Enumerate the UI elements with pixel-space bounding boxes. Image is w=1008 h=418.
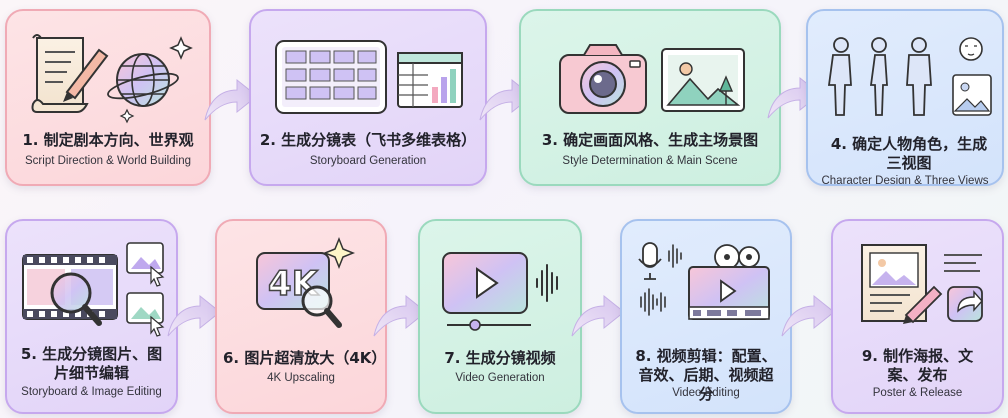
step-8-subtitle: Video Editing	[672, 387, 740, 399]
portrait-icon	[952, 37, 992, 116]
flow-arrow-5-6	[167, 294, 221, 337]
step-card-1: 1. 制定剧本方向、世界观 Script Direction & World B…	[5, 9, 211, 186]
step-card-3: 3. 确定画面风格、生成主场景图 Style Determination & M…	[519, 9, 781, 186]
video-player-icon	[442, 252, 531, 331]
sparkle-icon	[322, 236, 356, 270]
image-cursor-icon	[125, 242, 164, 337]
step-card-9: 9. 制作海报、文案、发布 Poster & Release	[831, 219, 1004, 414]
camera-icon	[559, 44, 647, 114]
spreadsheet-chart-icon	[397, 52, 463, 108]
step-card-5: 5. 生成分镜图片、图片细节编辑 Storyboard & Image Edit…	[5, 219, 178, 414]
video-timeline-icon	[688, 266, 770, 320]
poster-icon	[860, 244, 927, 322]
step-6-subtitle: 4K Upscaling	[267, 372, 335, 384]
step-9-illustration	[833, 233, 1002, 337]
magnifier-icon	[50, 272, 102, 326]
step-9-subtitle: Poster & Release	[872, 387, 963, 399]
step-4-title: 4. 确定人物角色，生成三视图	[830, 135, 988, 172]
storyboard-tablet-icon	[275, 40, 387, 114]
script-scroll-icon	[31, 34, 89, 113]
sound-wave-icon	[536, 264, 558, 302]
step-2-subtitle: Storyboard Generation	[309, 155, 427, 167]
step-2-illustration	[251, 25, 485, 125]
step-7-subtitle: Video Generation	[455, 372, 545, 384]
step-7-illustration	[420, 233, 580, 337]
sparkle-icon	[119, 36, 193, 124]
step-1-illustration	[7, 25, 209, 125]
step-5-title: 5. 生成分镜图片、图片细节编辑	[20, 345, 163, 382]
step-card-8: 8. 视频剪辑：配置、音效、后期、视频超分 Video Editing	[620, 219, 792, 414]
flow-arrow-8-9	[781, 294, 835, 337]
step-card-4: 4. 确定人物角色，生成三视图 Character Design & Three…	[806, 9, 1004, 186]
quill-pen-icon	[63, 48, 109, 102]
step-9-title: 9. 制作海报、文案、发布	[861, 347, 974, 384]
magnifier-icon	[301, 285, 342, 328]
step-card-6: 4K 6. 图片超清放大（4K） 4K Upscaling	[215, 219, 387, 414]
flow-arrow-7-8	[571, 294, 625, 337]
share-icon	[943, 254, 983, 322]
three-view-figures-icon	[827, 37, 932, 116]
globe-icon	[107, 53, 179, 107]
step-5-illustration	[7, 233, 176, 337]
step-1-subtitle: Script Direction & World Building	[25, 155, 191, 167]
step-card-2: 2. 生成分镜表（飞书多维表格） Storyboard Generation	[249, 9, 487, 186]
pen-icon	[902, 285, 942, 324]
step-3-subtitle: Style Determination & Main Scene	[562, 155, 738, 167]
step-6-title: 6. 图片超清放大（4K）	[223, 349, 387, 367]
step-8-illustration	[622, 233, 790, 337]
step-3-title: 3. 确定画面风格、生成主场景图	[541, 131, 759, 149]
step-2-title: 2. 生成分镜表（飞书多维表格）	[259, 131, 477, 149]
step-4-illustration	[808, 25, 1002, 125]
landscape-picture-icon	[661, 48, 745, 112]
step-1-title: 1. 制定剧本方向、世界观	[22, 131, 194, 149]
step-5-subtitle: Storyboard & Image Editing	[21, 386, 162, 398]
step-card-7: 7. 生成分镜视频 Video Generation	[418, 219, 582, 414]
film-reel-icon	[714, 244, 760, 270]
step-7-title: 7. 生成分镜视频	[444, 349, 556, 367]
microphone-icon	[638, 242, 682, 316]
step-6-illustration: 4K	[217, 233, 385, 337]
step-8-title: 8. 视频剪辑：配置、音效、后期、视频超分	[635, 347, 777, 403]
step-3-illustration	[521, 25, 779, 125]
step-4-subtitle: Character Design & Three Views	[821, 175, 989, 186]
